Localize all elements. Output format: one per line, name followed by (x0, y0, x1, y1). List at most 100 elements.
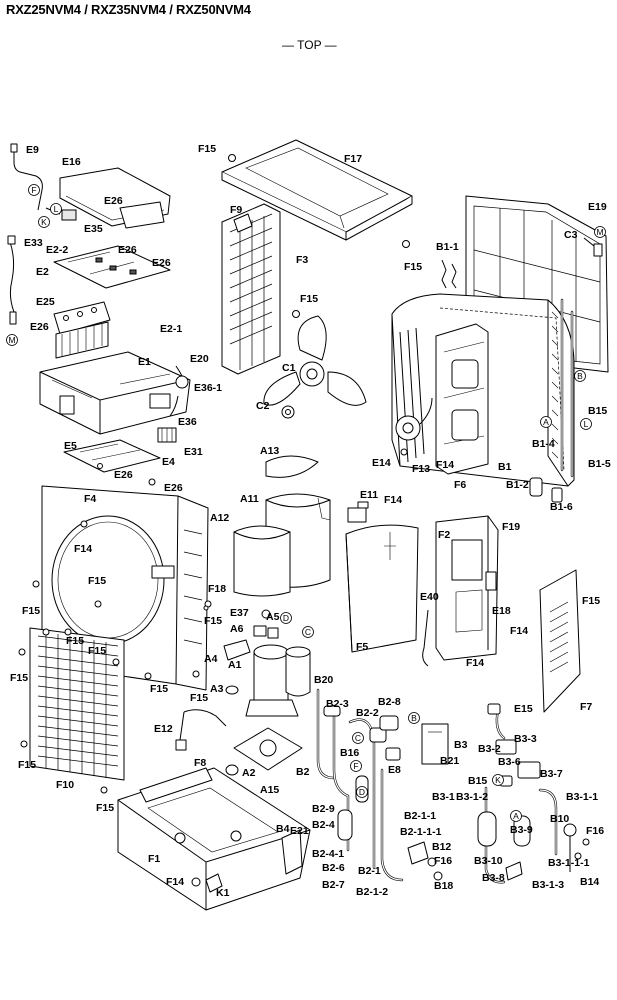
label-e26: E26 (118, 244, 137, 256)
label-f15: F15 (190, 692, 208, 704)
hook-f9 (233, 213, 253, 233)
electrical-box-cover-e16 (59, 167, 171, 229)
label-f15: F15 (582, 595, 600, 607)
label-e2-1: E2-1 (160, 323, 182, 335)
label-f6: F6 (454, 479, 466, 491)
svg-text:B: B (577, 371, 583, 381)
svg-text:L: L (584, 419, 589, 429)
label-b2-9: B2-9 (312, 803, 335, 815)
label-e26: E26 (164, 482, 183, 494)
label-f15: F15 (22, 605, 40, 617)
screws-f15-left (18, 580, 212, 794)
label-e26: E26 (152, 257, 171, 269)
terminal-board-e31 (157, 427, 177, 443)
insulation-f8 (139, 767, 213, 803)
label-b4: B4 (276, 823, 290, 835)
fan-motor-mount-f6 (435, 323, 489, 475)
label-b2-1-2: B2-1-2 (356, 886, 388, 898)
compressor-a1 (245, 644, 311, 717)
label-f15: F15 (198, 143, 216, 155)
label-e31: E31 (184, 446, 203, 458)
connector-refs: F L K M M B A L D C B C F D A K (6, 184, 606, 822)
label-f15: F15 (10, 672, 28, 684)
svg-text:A: A (543, 417, 549, 427)
label-e14: E14 (372, 457, 391, 469)
connector-ref-a: A (510, 810, 522, 822)
connector-ref-a: A (540, 416, 552, 428)
valve-cover-e18 (485, 571, 497, 591)
svg-text:C: C (355, 733, 361, 743)
label-b3-1-1-1: B3-1-1-1 (548, 857, 590, 869)
svg-text:C: C (305, 627, 311, 637)
label-b2-1-1: B2-1-1 (404, 810, 436, 822)
label-b1-5: B1-5 (588, 458, 611, 470)
label-b1-1: B1-1 (436, 241, 459, 253)
label-b2: B2 (296, 766, 310, 778)
label-f14: F14 (74, 543, 92, 555)
sound-blanket-a13 (265, 455, 319, 478)
connector-ref-m: M (594, 226, 606, 238)
label-f14: F14 (166, 876, 184, 888)
label-k1: K1 (216, 887, 230, 899)
label-b3-1-3: B3-1-3 (532, 879, 564, 891)
top-panel-f17 (221, 139, 413, 241)
label-b2-3: B2-3 (326, 698, 349, 710)
label-e2-2: E2-2 (46, 244, 68, 256)
label-a15: A15 (260, 784, 279, 796)
label-b1-4: B1-4 (532, 438, 555, 450)
reactor-e20 (175, 365, 189, 389)
label-f14: F14 (384, 494, 402, 506)
label-b3: B3 (454, 739, 468, 751)
label-e18: E18 (492, 605, 511, 617)
label-f16: F16 (434, 855, 452, 867)
label-b2-1-1-1: B2-1-1-1 (400, 826, 442, 838)
svg-text:M: M (596, 227, 603, 237)
label-b3-3: B3-3 (514, 733, 537, 745)
label-a3: A3 (210, 683, 224, 695)
connector-ref-c: C (352, 732, 364, 744)
label-a12: A12 (210, 512, 229, 524)
connector-ref-m: M (6, 334, 18, 346)
connector-ref-d: D (280, 612, 292, 624)
insulation-a15 (233, 727, 303, 771)
label-b18: B18 (434, 880, 453, 892)
label-b2-2: B2-2 (356, 707, 379, 719)
label-f15: F15 (88, 645, 106, 657)
heat-sink-e25 (53, 301, 111, 359)
nut-c2 (281, 405, 295, 419)
svg-text:F: F (353, 761, 358, 771)
label-a13: A13 (260, 445, 279, 457)
label-b3-2: B3-2 (478, 743, 501, 755)
label-a2: A2 (242, 767, 256, 779)
terminal-e11 (347, 501, 369, 523)
front-grille-f10 (29, 627, 125, 781)
svg-text:K: K (495, 775, 501, 785)
svg-text:A: A (513, 811, 519, 821)
label-f4: F4 (84, 493, 96, 505)
label-e9: E9 (26, 144, 39, 156)
label-b1-2: B1-2 (506, 479, 529, 491)
fitting-b1-2 (529, 477, 543, 497)
label-b3-9: B3-9 (510, 824, 533, 836)
wire-e40 (422, 609, 429, 667)
sensor-wire-e33 (7, 235, 17, 325)
label-c3: C3 (564, 229, 578, 241)
label-f16: F16 (586, 825, 604, 837)
connector-ref-f: F (350, 760, 362, 772)
label-e25: E25 (36, 296, 55, 308)
label-b1: B1 (498, 461, 512, 473)
label-b2-1: B2-1 (358, 865, 381, 877)
label-f18: F18 (208, 583, 226, 595)
label-e26: E26 (104, 195, 123, 207)
piping-b2-group (316, 688, 443, 882)
clip-b4-e21 (281, 829, 303, 875)
connector-ref-b: B (408, 712, 420, 724)
label-e21: E21 (290, 825, 309, 837)
label-b2-4: B2-4 (312, 819, 335, 831)
label-b3-1-1: B3-1-1 (566, 791, 598, 803)
screw-f15-guard (292, 310, 300, 318)
label-e37: E37 (230, 607, 249, 619)
label-b15: B15 (468, 775, 487, 787)
label-f14: F14 (436, 459, 454, 471)
